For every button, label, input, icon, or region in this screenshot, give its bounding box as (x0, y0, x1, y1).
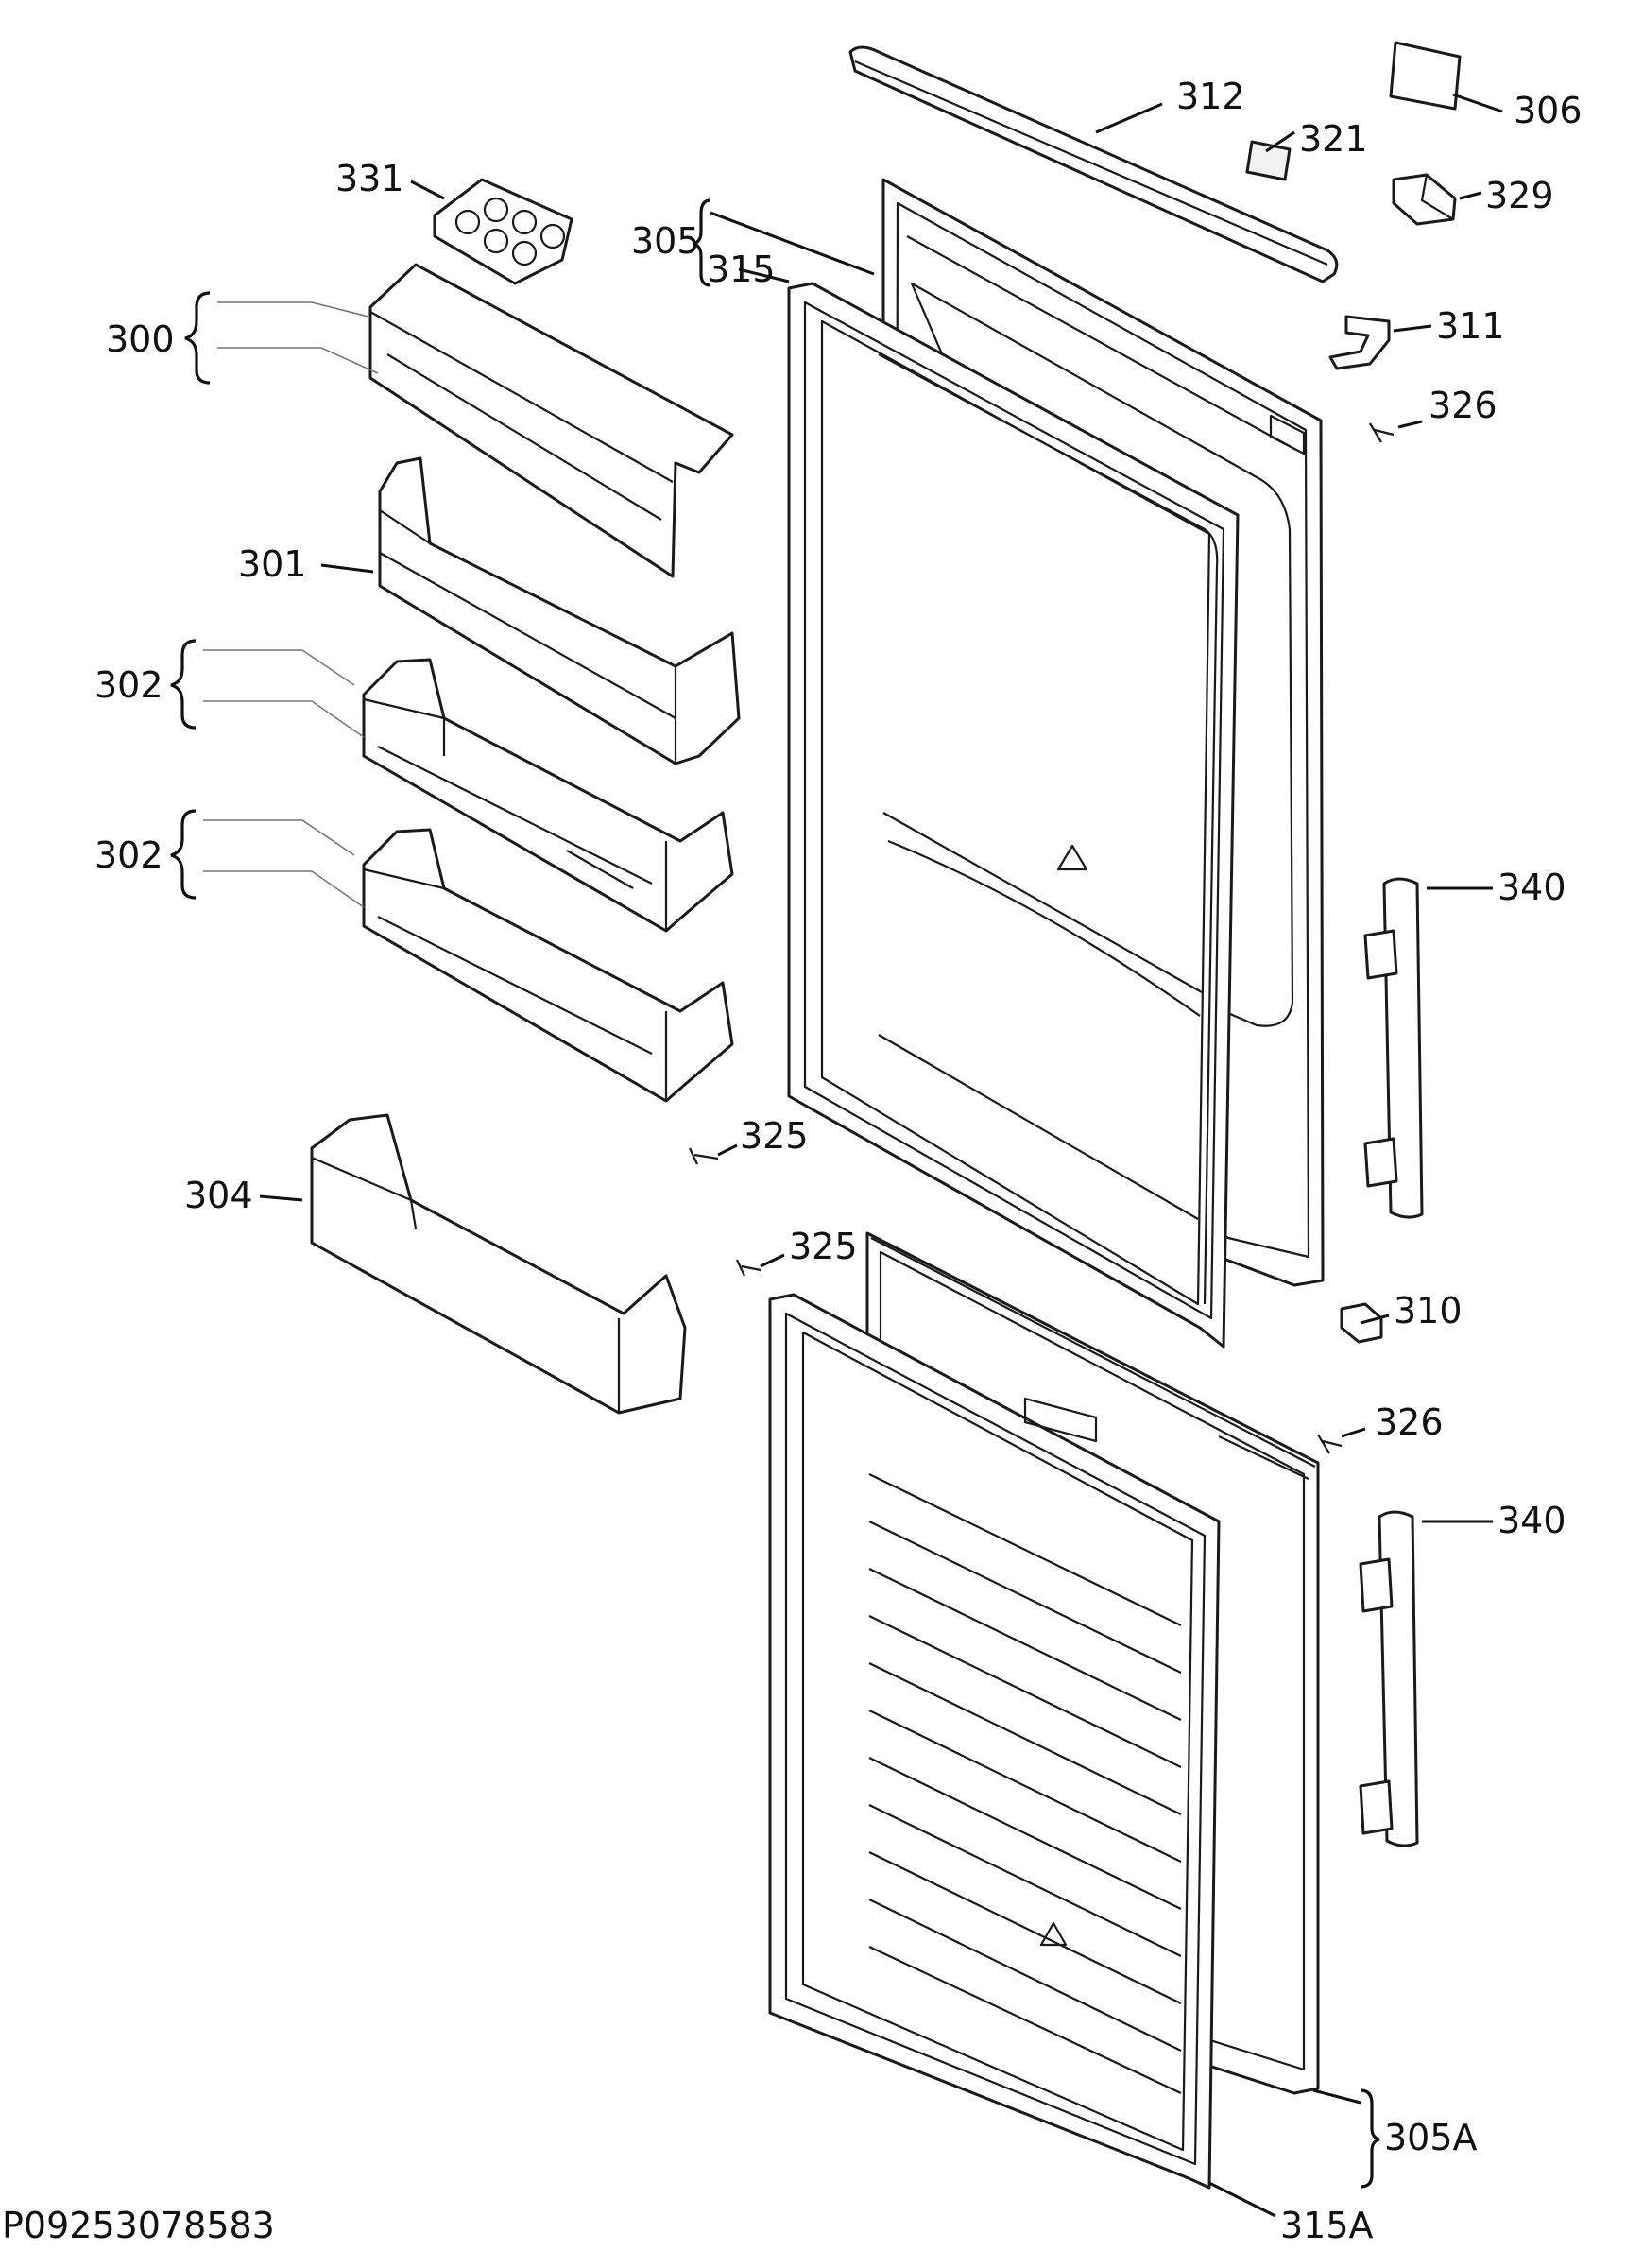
leader-lines (203, 93, 1503, 2218)
handle-340-upper (1363, 877, 1424, 1219)
label-326-lower: 326 (1375, 1401, 1444, 1443)
label-312: 312 (1176, 76, 1245, 117)
brace-302-upper (170, 639, 197, 730)
top-cap-312 (848, 45, 1339, 284)
label-331: 331 (335, 158, 404, 199)
screw-326-upper (1369, 422, 1395, 443)
footer-code: P09253078583 (2, 2205, 275, 2246)
door-shelf-301 (378, 456, 741, 765)
handle-340-lower (1359, 1510, 1419, 1847)
egg-tray-331 (433, 178, 573, 285)
label-310: 310 (1394, 1290, 1463, 1332)
label-302-lower: 302 (94, 834, 163, 876)
label-325-b: 325 (789, 1226, 858, 1267)
label-340-lower: 340 (1498, 1500, 1566, 1541)
screw-325-b (736, 1259, 762, 1277)
door-shelf-302-lower (362, 828, 734, 1103)
label-326-upper: 326 (1429, 385, 1498, 426)
label-329: 329 (1485, 175, 1554, 216)
label-304: 304 (184, 1175, 253, 1216)
label-plate-306 (1389, 41, 1462, 111)
hinge-311 (1328, 315, 1391, 370)
part-labels: 312 306 321 329 331 305 315 311 300 326 … (2, 76, 1583, 2246)
label-311: 311 (1436, 305, 1505, 347)
label-305A: 305A (1384, 2117, 1478, 2158)
small-insert-321 (1245, 140, 1292, 181)
label-321: 321 (1299, 118, 1368, 160)
label-315A: 315A (1280, 2205, 1374, 2246)
door-shelf-304 (310, 1113, 687, 1415)
brace-305-315 (693, 198, 711, 287)
door-shelf-302-upper (362, 658, 734, 933)
label-340-upper: 340 (1498, 867, 1566, 908)
brace-305A-315A (1360, 2088, 1380, 2189)
label-306: 306 (1514, 90, 1583, 131)
label-325-a: 325 (740, 1115, 809, 1157)
brace-302-lower (170, 809, 197, 900)
brace-300 (184, 291, 211, 385)
label-302-upper: 302 (94, 664, 163, 706)
screw-326-lower (1317, 1434, 1343, 1454)
label-301: 301 (238, 543, 307, 585)
lower-door-gasket (768, 1293, 1221, 2190)
hinge-cover-329 (1392, 173, 1457, 226)
label-305: 305 (631, 220, 700, 262)
shelf-cover-300 (368, 263, 734, 578)
label-315: 315 (707, 249, 776, 290)
label-300: 300 (106, 318, 175, 360)
upper-door-gasket (787, 282, 1240, 1349)
screw-325-a (689, 1147, 719, 1165)
